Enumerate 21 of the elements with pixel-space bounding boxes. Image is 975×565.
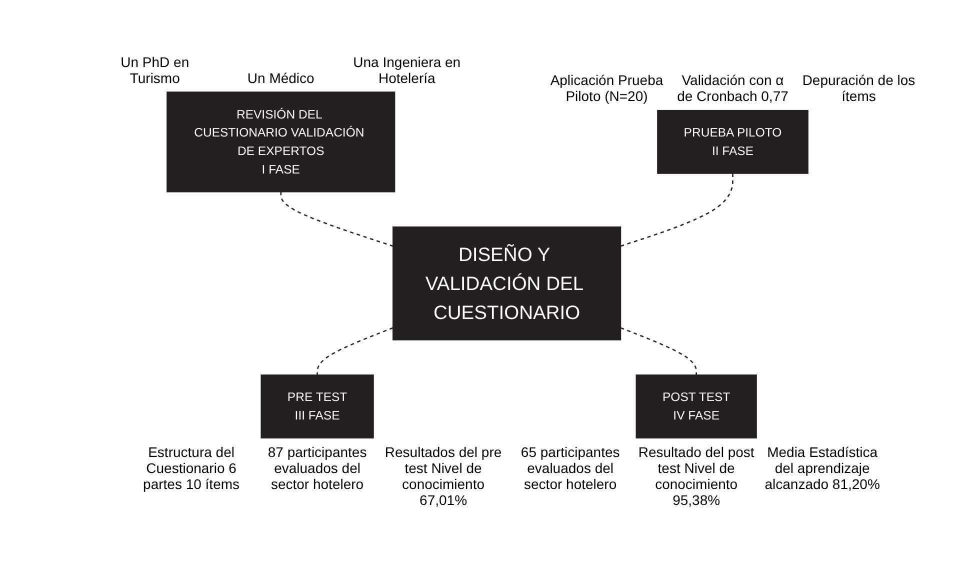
- phase-detail-text: Un PhD en Turismo: [120, 54, 190, 86]
- phase-detail-text: Aplicación Prueba Piloto (N=20): [549, 72, 664, 104]
- phase-detail-text: Una Ingeniera en Hotelería: [352, 54, 462, 86]
- connector: [316, 327, 394, 375]
- node-box: REVISIÓN DEL CUESTIONARIO VALIDACIÓN DE EXPERTOS I FASE: [166, 92, 396, 192]
- phase-detail-text: Un Médico: [246, 70, 316, 86]
- connector: [280, 192, 394, 247]
- phase-detail-text: 87 participantes evaluados del sector hotelero: [266, 444, 368, 492]
- node-box: PRUEBA PILOTO II FASE: [657, 110, 808, 174]
- phase-detail-text: 65 participantes evaluados del sector hotelero: [520, 444, 621, 492]
- node-box: PRE TEST III FASE: [260, 374, 374, 438]
- connector: [620, 173, 734, 247]
- phase-detail-text: Estructura del Cuestionario 6 partes 10 ítems: [142, 444, 241, 492]
- connector: [620, 327, 697, 375]
- phase-detail-text: Resultado del post test Nivel de conocimiento 95,38%: [637, 444, 756, 508]
- phase-detail-text: Depuración de los ítems: [801, 72, 916, 104]
- phase-detail-text: Validación con α de Cronbach 0,77: [676, 72, 790, 104]
- node-box: DISEÑO Y VALIDACIÓN DEL CUESTIONARIO: [392, 226, 622, 340]
- phase-detail-text: Media Estadística del aprendizaje alcanzado 81,20%: [764, 444, 881, 492]
- phase-detail-text: Resultados del pre test Nivel de conocimiento 67,01%: [384, 444, 503, 508]
- node-box: POST TEST IV FASE: [636, 374, 757, 438]
